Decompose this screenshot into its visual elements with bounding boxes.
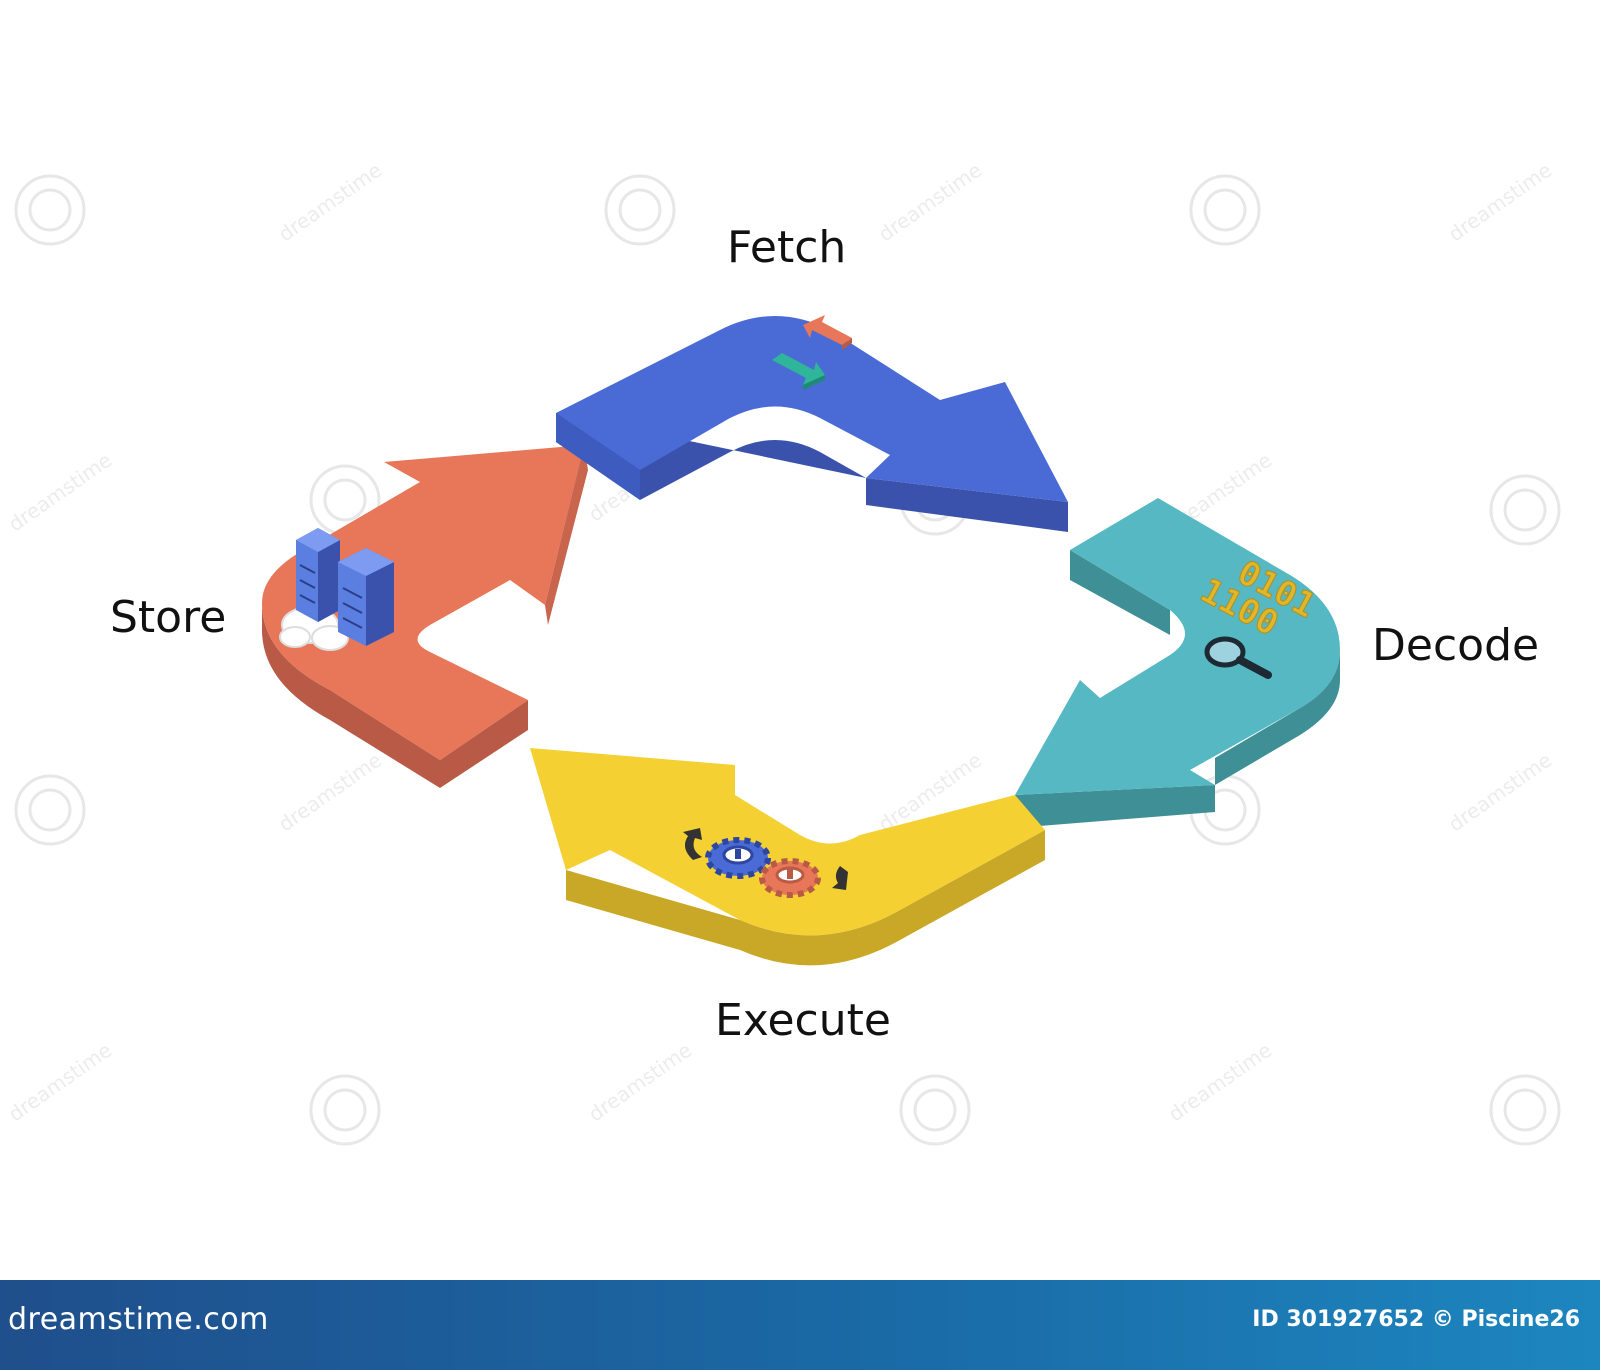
stage-label-execute: Execute bbox=[715, 995, 891, 1046]
store-arrow bbox=[262, 445, 588, 788]
server-icon bbox=[338, 548, 394, 646]
footer-brand[interactable]: dreamstime.com bbox=[8, 1302, 269, 1337]
fetch-arrow-top bbox=[556, 316, 1068, 502]
server-icon bbox=[296, 528, 340, 622]
cycle-arrows: 0101 1100 bbox=[14, 174, 1561, 1146]
store-arrow-top bbox=[262, 445, 584, 760]
execute-arrow bbox=[530, 748, 1045, 966]
store-arrow-edge bbox=[545, 445, 588, 625]
fetch-arrow-front bbox=[556, 413, 640, 500]
orange-gear-icon bbox=[759, 858, 821, 898]
footer-credit: ID 301927652 © Piscine26 bbox=[1252, 1307, 1580, 1332]
decode-arrow bbox=[1015, 498, 1340, 828]
fetch-arrow bbox=[556, 316, 1068, 532]
decode-arrow-top bbox=[1015, 498, 1340, 795]
cycle-diagram: dreamstime dreamstime dreamstime dreamst… bbox=[4, 158, 1561, 1146]
gears-icon bbox=[683, 828, 848, 898]
stage-label-store: Store bbox=[110, 592, 227, 643]
store-arrow-side bbox=[262, 603, 528, 788]
rotate-right-icon bbox=[832, 866, 848, 890]
transfer-arrows-icon bbox=[772, 315, 852, 390]
decode-arrow-side bbox=[1015, 550, 1340, 828]
execute-arrow-top bbox=[530, 748, 1045, 936]
blue-gear-icon bbox=[705, 837, 771, 879]
execute-arrow-side bbox=[566, 830, 1045, 966]
magnifier-icon bbox=[1204, 636, 1272, 679]
rotate-left-icon bbox=[683, 828, 702, 860]
stage-label-decode: Decode bbox=[1372, 620, 1540, 671]
server-cloud-icon bbox=[279, 528, 394, 651]
stage-label-fetch: Fetch bbox=[727, 222, 847, 273]
footer-bar: dreamstime.com ID 301927652 © Piscine26 bbox=[0, 1280, 1600, 1370]
